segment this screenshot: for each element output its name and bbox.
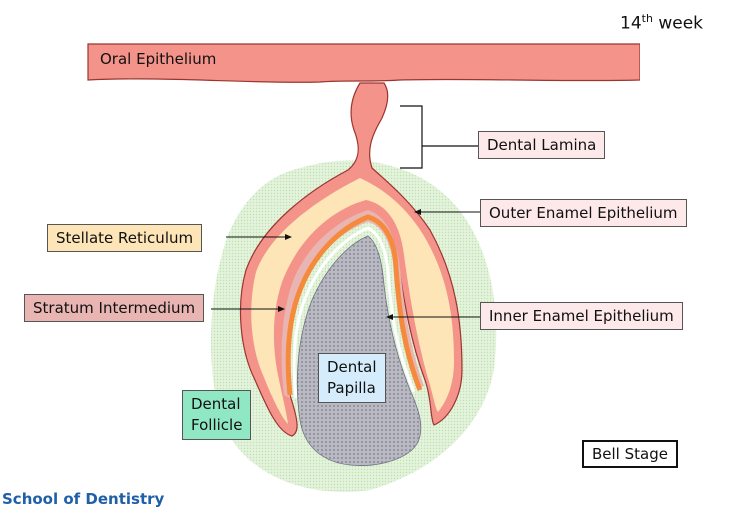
inner-enamel-epithelium-label: Inner Enamel Epithelium — [480, 302, 683, 330]
dental-lamina-bracket — [400, 105, 478, 169]
school-of-dentistry-footer: School of Dentistry — [2, 490, 165, 508]
bell-stage-label: Bell Stage — [582, 440, 678, 468]
dental-follicle-label: Dental Follicle — [182, 390, 252, 440]
dental-papilla-region — [296, 235, 422, 466]
oral-epithelium-right-edge — [640, 30, 660, 102]
stellate-reticulum-label: Stellate Reticulum — [47, 224, 203, 252]
outer-enamel-arrowhead — [414, 209, 421, 215]
dental-papilla-label: Dental Papilla — [318, 353, 386, 403]
inner-gap — [292, 226, 416, 399]
oral-epithelium-band — [87, 43, 641, 83]
inner-enamel-epithelium-region — [285, 214, 423, 396]
outer-enamel-epithelium-label: Outer Enamel Epithelium — [480, 199, 687, 227]
dental-lamina-label: Dental Lamina — [478, 131, 606, 159]
stratum-arrowhead — [278, 306, 285, 312]
stellate-reticulum-region — [251, 178, 454, 424]
inner-enamel-arrowhead — [386, 314, 393, 320]
oral-epithelium-label: Oral Epithelium — [100, 50, 217, 68]
stellate-arrowhead — [285, 234, 292, 240]
stratum-intermedium-label: Stratum Intermedium — [24, 294, 205, 322]
week-label: 14th week — [620, 12, 704, 34]
